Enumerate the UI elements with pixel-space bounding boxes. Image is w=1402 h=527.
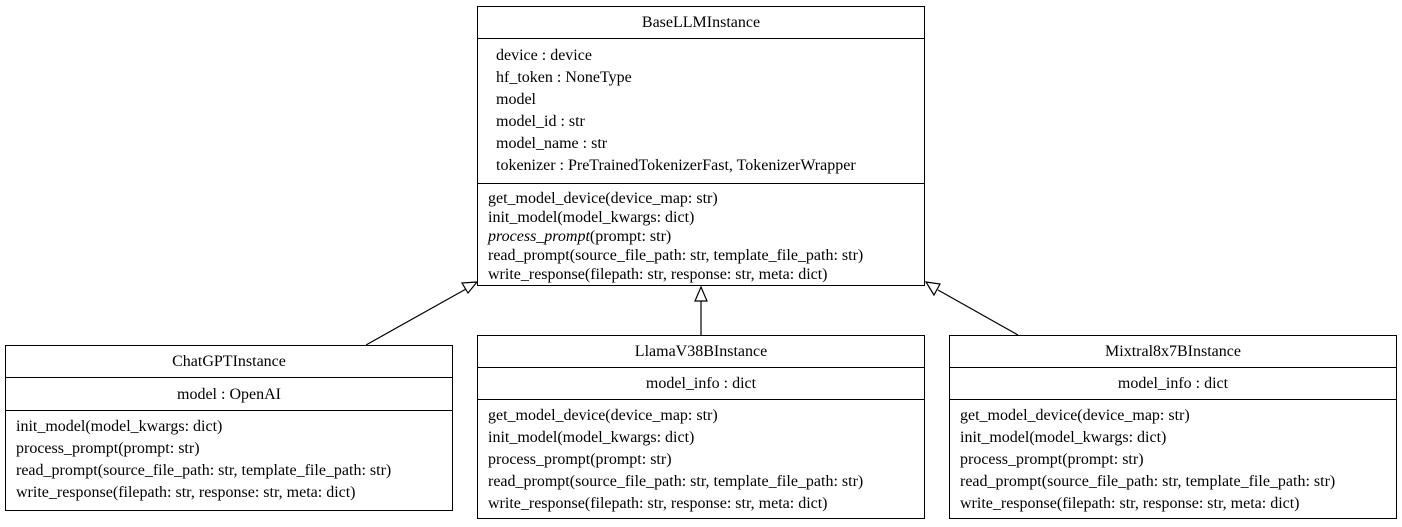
class-name: Mixtral8x7BInstance — [950, 336, 1396, 368]
attribute: model_id : str — [496, 113, 585, 130]
method: process_prompt(prompt: str) — [478, 227, 924, 246]
attribute: device : device — [496, 47, 592, 64]
attributes-section: model_info : dict — [950, 368, 1396, 400]
attribute: model_info : dict — [645, 375, 757, 392]
method: process_prompt(prompt: str) — [488, 451, 672, 468]
attributes-section: device : device hf_token : NoneType mode… — [478, 39, 924, 184]
method: get_model_device(device_map: str) — [960, 407, 1190, 424]
attribute: hf_token : NoneType — [496, 69, 632, 86]
method: init_model(model_kwargs: dict) — [16, 418, 223, 435]
method: write_response(filepath: str, response: … — [960, 495, 1300, 512]
attribute: model — [496, 91, 536, 108]
method: get_model_device(device_map: str) — [488, 407, 718, 424]
method: write_response(filepath: str, response: … — [16, 484, 356, 501]
class-name: LlamaV38BInstance — [478, 336, 924, 368]
class-name: ChatGPTInstance — [6, 346, 452, 378]
method: read_prompt(source_file_path: str, templ… — [960, 473, 1336, 490]
class-mixtral-8x7b-instance: Mixtral8x7BInstance model_info : dict ge… — [949, 335, 1397, 519]
method: get_model_device(device_map: str) — [478, 189, 924, 208]
methods-section: get_model_device(device_map: str) init_m… — [478, 184, 924, 284]
method-args: (model_kwargs: dict) — [557, 209, 695, 226]
method-args: (source_file_path: str, template_file_pa… — [569, 247, 864, 264]
method-args: (prompt: str) — [589, 228, 672, 245]
method-args: (device_map: str) — [605, 190, 718, 207]
method-name: init_model — [488, 209, 558, 226]
method: init_model(model_kwargs: dict) — [488, 429, 695, 446]
method: read_prompt(source_file_path: str, templ… — [16, 462, 392, 479]
method: process_prompt(prompt: str) — [16, 440, 200, 457]
attribute: tokenizer : PreTrainedTokenizerFast, Tok… — [496, 157, 856, 174]
method: init_model(model_kwargs: dict) — [478, 208, 924, 227]
inheritance-chatgpt-to-base — [365, 281, 479, 346]
method: read_prompt(source_file_path: str, templ… — [478, 246, 924, 265]
class-chatgpt-instance: ChatGPTInstance model : OpenAI init_mode… — [5, 345, 453, 511]
attribute: model_name : str — [496, 135, 608, 152]
inheritance-llama-to-base — [694, 285, 708, 335]
methods-section: get_model_device(device_map: str) init_m… — [950, 400, 1396, 515]
methods-section: init_model(model_kwargs: dict) process_p… — [6, 411, 452, 504]
inheritance-mixtral-to-base — [924, 281, 1019, 336]
method-name: get_model_device — [488, 190, 606, 207]
attributes-section: model : OpenAI — [6, 378, 452, 411]
abstract-method-name: process_prompt — [488, 228, 590, 245]
attribute: model_info : dict — [1117, 375, 1229, 392]
method-args: (filepath: str, response: str, meta: dic… — [584, 266, 828, 283]
method: write_response(filepath: str, response: … — [478, 265, 924, 284]
method: init_model(model_kwargs: dict) — [960, 429, 1167, 446]
attributes-section: model_info : dict — [478, 368, 924, 400]
method: process_prompt(prompt: str) — [960, 451, 1144, 468]
class-name: BaseLLMInstance — [478, 7, 924, 39]
method-name: write_response — [488, 266, 585, 283]
attribute: model : OpenAI — [177, 386, 281, 403]
methods-section: get_model_device(device_map: str) init_m… — [478, 400, 924, 515]
method-name: read_prompt — [488, 247, 570, 264]
method: write_response(filepath: str, response: … — [488, 495, 828, 512]
class-base-llm-instance: BaseLLMInstance device : device hf_token… — [477, 6, 925, 286]
class-llama-v38b-instance: LlamaV38BInstance model_info : dict get_… — [477, 335, 925, 519]
method: read_prompt(source_file_path: str, templ… — [488, 473, 864, 490]
